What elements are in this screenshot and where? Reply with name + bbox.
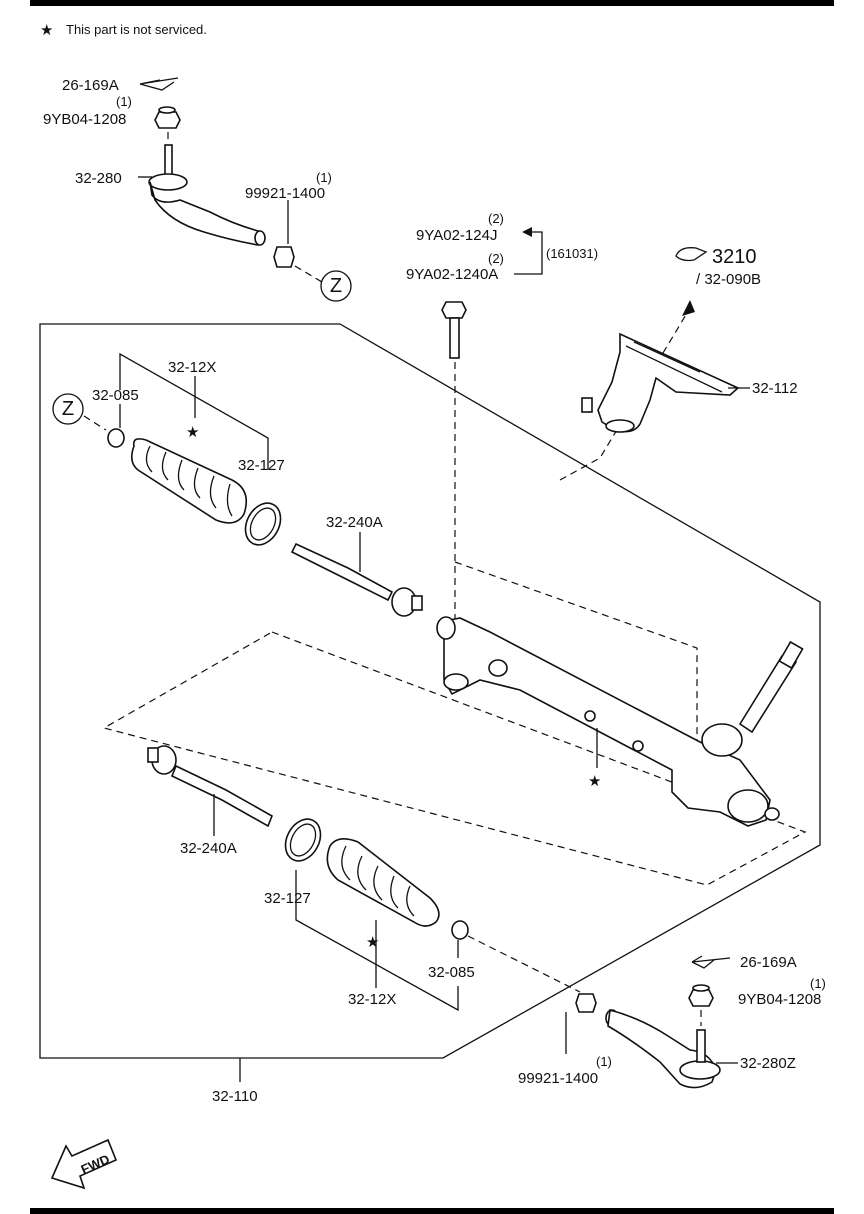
zone-boot-dashline (83, 415, 107, 431)
nut-left (154, 106, 181, 129)
zone-left-label: Z (330, 275, 342, 297)
nut-right-label: 9YB04-1208 (738, 991, 821, 1008)
bolt-date-label: (161031) (546, 246, 598, 261)
nut-right (688, 984, 714, 1007)
tie-rod-lower (147, 745, 274, 828)
locknut-left (273, 246, 295, 268)
tie-rod-end-right-label: 32-280Z (740, 1055, 796, 1072)
top-border (30, 0, 834, 6)
bolt-a-arrow (522, 227, 532, 237)
ring-upper-inner (249, 507, 277, 541)
boot-kit-upper-label: 32-12X (168, 359, 216, 376)
tie-rod-end-left-label: 32-280 (75, 170, 122, 187)
boot-kit-upper-star: ★ (186, 424, 199, 441)
ring-upper (244, 502, 282, 546)
qty-locknut-left: (1) (316, 170, 332, 185)
ref-section-label: 3210 (712, 246, 757, 268)
note-text: This part is not serviced. (66, 22, 207, 37)
qty-bolt-b: (2) (488, 251, 504, 266)
tr-ref-right-label: 26-169A (740, 954, 797, 971)
tie-rod-end-right (605, 1008, 721, 1089)
dust-cover (581, 332, 740, 433)
mounting-bolt (441, 301, 467, 359)
ring-lower (284, 818, 322, 862)
zone-left-circle (320, 270, 352, 302)
tie-rod-lower-label: 32-240A (180, 840, 237, 857)
ring-lower-inner (289, 823, 317, 857)
note-star: ★ (40, 22, 53, 39)
ref-sub-label: / 32-090B (696, 271, 761, 288)
tie-rod-upper (290, 542, 423, 617)
clamp-lower-dashline (467, 935, 581, 993)
boot-kit-lower-label: 32-12X (348, 991, 396, 1008)
tr-ref-top-left: 26-169A (62, 77, 119, 94)
bolt-b-label: 9YA02-1240A (406, 266, 498, 283)
bolt-a-label: 9YA02-124J (416, 227, 497, 244)
dust-cover-arrow (682, 300, 695, 316)
qty-locknut-right: (1) (596, 1054, 612, 1069)
assembly-label: 32-110 (212, 1088, 258, 1105)
tr-ref-top-left-arrow (139, 77, 179, 91)
lower-dashed-region (102, 631, 807, 886)
zone-boot-circle (52, 393, 84, 425)
boot-kit-lower-star: ★ (366, 934, 379, 951)
qty-nut-left: (1) (116, 94, 132, 109)
rack-star: ★ (588, 773, 601, 790)
boot-lower (326, 838, 440, 927)
locknut-left-dashline (294, 265, 323, 283)
ring-upper-label: 32-127 (238, 457, 285, 474)
zone-boot-label: Z (62, 398, 74, 420)
assembly-outline (39, 323, 821, 1059)
tie-rod-upper-label: 32-240A (326, 514, 383, 531)
clamp-lower-label: 32-085 (428, 964, 475, 981)
reference-hand-icon (675, 247, 708, 262)
ring-lower-label: 32-127 (264, 890, 311, 907)
tr-ref-right-arrow (691, 955, 731, 969)
boot-kit-upper-bracket (119, 352, 269, 470)
clamp-upper (107, 428, 125, 448)
nut-left-label: 9YB04-1208 (43, 111, 126, 128)
locknut-right-label: 99921-1400 (518, 1070, 598, 1087)
qty-bolt-a: (2) (488, 211, 504, 226)
clamp-upper-label: 32-085 (92, 387, 139, 404)
qty-nut-right: (1) (810, 976, 826, 991)
locknut-right (575, 993, 597, 1013)
upper-dashed-region (454, 561, 698, 740)
boot-kit-lower-bracket (295, 870, 459, 1012)
boot-upper (130, 438, 248, 524)
locknut-left-label: 99921-1400 (245, 185, 325, 202)
steering-rack (436, 616, 804, 827)
fwd-arrow-icon: FWD (50, 1138, 118, 1190)
dust-cover-label: 32-112 (752, 380, 798, 397)
tie-rod-end-left (148, 144, 266, 246)
bolt-bracket (514, 231, 543, 275)
clamp-lower (451, 920, 469, 940)
bottom-border (30, 1208, 834, 1214)
